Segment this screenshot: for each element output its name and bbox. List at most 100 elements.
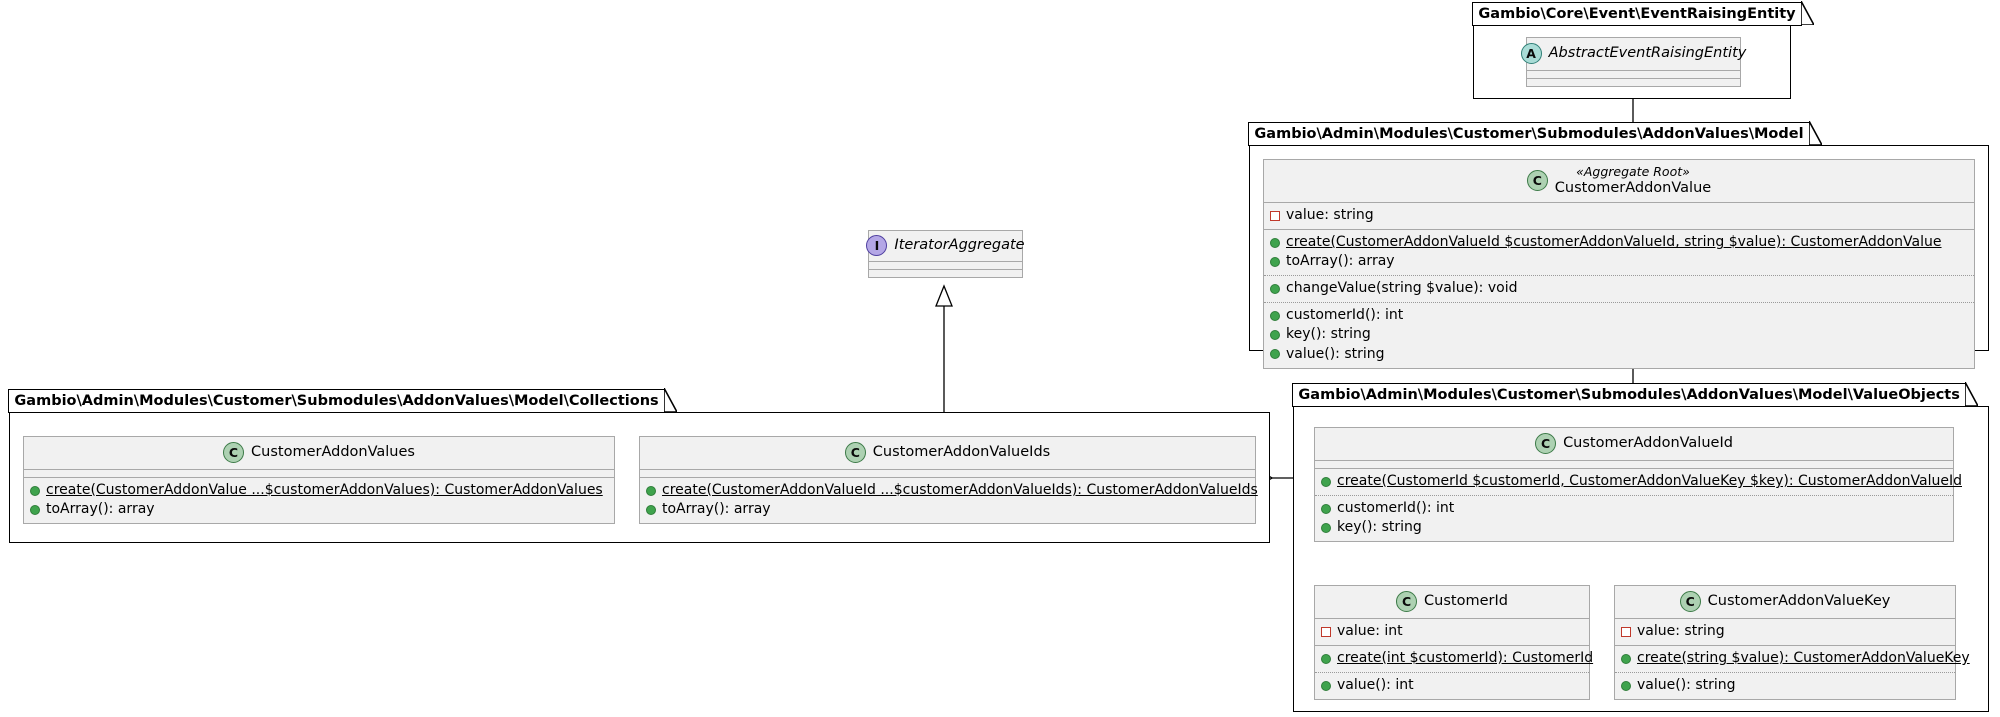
- public-visibility-icon: [1621, 680, 1631, 691]
- package-label-tab: Gambio\Admin\Modules\Customer\Submodules…: [8, 388, 677, 413]
- public-visibility-icon: [30, 485, 40, 496]
- private-visibility-icon: [1621, 626, 1631, 637]
- class-customeraddonvalue[interactable]: C «Aggregate Root» CustomerAddonValue va…: [1263, 159, 1975, 369]
- class-icon: C: [1535, 433, 1557, 454]
- member-row: toArray(): array: [30, 500, 608, 519]
- folder-fold-icon: [1808, 121, 1822, 146]
- member-label: create(CustomerAddonValueId $customerAdd…: [1286, 234, 1942, 251]
- member-label: customerId(): int: [1337, 500, 1455, 517]
- member-row: value(): string: [1621, 676, 1949, 695]
- member-label: toArray(): array: [1286, 253, 1395, 270]
- interface-icon: I: [866, 235, 888, 256]
- member-label: toArray(): array: [662, 501, 771, 518]
- private-visibility-icon: [1321, 626, 1331, 637]
- member-label: customerId(): int: [1286, 307, 1404, 324]
- member-label: value(): int: [1337, 677, 1414, 694]
- class-header: C CustomerAddonValueIds: [640, 437, 1255, 469]
- operations-compartment-1: create(int $customerId): CustomerId: [1315, 645, 1593, 672]
- member-label: value: string: [1637, 623, 1725, 639]
- class-customeraddonvaluekey[interactable]: C CustomerAddonValueKey value: string cr…: [1614, 585, 1970, 701]
- class-name: CustomerAddonValueKey: [1707, 593, 1891, 610]
- package-label-tab: Gambio\Admin\Modules\Customer\Submodules…: [1248, 121, 1822, 146]
- package-addonvalues-collections: Gambio\Admin\Modules\Customer\Submodules…: [8, 388, 1270, 543]
- member-row: changeValue(string $value): void: [1270, 279, 1968, 298]
- class-customerid[interactable]: C CustomerId value: int create(int $cust…: [1314, 585, 1593, 701]
- class-name: AbstractEventRaisingEntity: [1548, 45, 1747, 62]
- package-title: Gambio\Admin\Modules\Customer\Submodules…: [1298, 387, 1960, 403]
- member-row: value(): string: [1270, 345, 1968, 364]
- operations-compartment-2: customerId(): int key(): string: [1315, 495, 1953, 541]
- class-name: CustomerAddonValueIds: [872, 444, 1051, 461]
- abstract-class-icon: A: [1520, 43, 1542, 64]
- public-visibility-icon: [1270, 283, 1280, 294]
- class-name: CustomerId: [1424, 593, 1508, 610]
- package-title: Gambio\Admin\Modules\Customer\Submodules…: [1254, 126, 1804, 142]
- public-visibility-icon: [646, 485, 656, 496]
- package-label-tab: Gambio\Core\Event\EventRaisingEntity: [1472, 1, 1814, 26]
- class-customeraddonvalueid[interactable]: C CustomerAddonValueId create(CustomerId…: [1314, 427, 1962, 543]
- operations-compartment-2: changeValue(string $value): void: [1264, 275, 1974, 302]
- member-label: create(CustomerAddonValueId ...$customer…: [662, 482, 1258, 498]
- folder-fold-icon: [663, 388, 677, 413]
- folder-fold-icon: [1964, 382, 1978, 407]
- operations-compartment: create(CustomerAddonValueId ...$customer…: [640, 477, 1258, 523]
- member-row: create(CustomerAddonValueId $customerAdd…: [1270, 233, 1968, 252]
- package-addonvalues-valueobjects: Gambio\Admin\Modules\Customer\Submodules…: [1292, 382, 1989, 712]
- public-visibility-icon: [1270, 237, 1280, 248]
- package-title: Gambio\Admin\Modules\Customer\Submodules…: [14, 393, 659, 409]
- public-visibility-icon: [1270, 349, 1280, 360]
- member-row: key(): string: [1321, 518, 1947, 537]
- member-row: create(CustomerId $customerId, CustomerA…: [1321, 472, 1962, 491]
- class-customeraddonvalues[interactable]: C CustomerAddonValues create(CustomerAdd…: [23, 436, 615, 525]
- public-visibility-icon: [646, 504, 656, 515]
- empty-compartment-1: [869, 261, 1022, 269]
- class-header: C «Aggregate Root» CustomerAddonValue: [1264, 160, 1974, 202]
- empty-attributes-compartment: [1315, 460, 1953, 468]
- member-row: customerId(): int: [1321, 499, 1947, 518]
- member-label: value(): string: [1286, 345, 1385, 362]
- member-label: value: int: [1337, 623, 1403, 639]
- member-label: create(CustomerId $customerId, CustomerA…: [1337, 473, 1962, 489]
- class-header: C CustomerAddonValueId: [1315, 428, 1953, 460]
- public-visibility-icon: [1321, 476, 1331, 487]
- member-label: changeValue(string $value): void: [1286, 280, 1518, 297]
- member-label: create(string $value): CustomerAddonValu…: [1637, 650, 1970, 667]
- empty-attributes-compartment: [640, 469, 1255, 477]
- class-iteratoraggregate[interactable]: I IteratorAggregate: [866, 230, 1025, 278]
- private-visibility-icon: [1270, 210, 1280, 221]
- public-visibility-icon: [1321, 653, 1331, 664]
- public-visibility-icon: [1621, 653, 1631, 664]
- class-header: A AbstractEventRaisingEntity: [1520, 38, 1746, 70]
- public-visibility-icon: [30, 504, 40, 515]
- public-visibility-icon: [1321, 680, 1331, 691]
- public-visibility-icon: [1270, 329, 1280, 340]
- member-label: key(): string: [1337, 519, 1422, 536]
- package-event-raising-entity: Gambio\Core\Event\EventRaisingEntity A A…: [1472, 1, 1814, 99]
- operations-compartment-1: create(CustomerId $customerId, CustomerA…: [1315, 468, 1962, 495]
- class-icon: C: [1526, 170, 1548, 192]
- operations-compartment-3: customerId(): int key(): string value():…: [1264, 302, 1974, 367]
- empty-compartment-2: [869, 269, 1022, 277]
- class-header: C CustomerAddonValues: [24, 437, 614, 469]
- package-title: Gambio\Core\Event\EventRaisingEntity: [1478, 6, 1796, 22]
- class-abstracteventraisingentity[interactable]: A AbstractEventRaisingEntity: [1520, 37, 1746, 87]
- class-header: I IteratorAggregate: [866, 231, 1025, 261]
- class-customeraddonvalueids[interactable]: C CustomerAddonValueIds create(CustomerA…: [639, 436, 1258, 525]
- member-label: key(): string: [1286, 326, 1371, 343]
- member-label: value: string: [1286, 207, 1374, 224]
- public-visibility-icon: [1321, 503, 1331, 514]
- class-name: CustomerAddonValue: [1554, 179, 1712, 196]
- public-visibility-icon: [1270, 310, 1280, 321]
- attributes-compartment: value: string: [1264, 202, 1974, 229]
- package-addonvalues-model: Gambio\Admin\Modules\Customer\Submodules…: [1248, 121, 1989, 369]
- class-name: CustomerAddonValueId: [1563, 435, 1733, 452]
- class-icon: C: [1679, 591, 1701, 612]
- operations-compartment: create(CustomerAddonValue ...$customerAd…: [24, 477, 614, 523]
- operations-compartment-1: create(string $value): CustomerAddonValu…: [1615, 645, 1970, 672]
- package-label-tab: Gambio\Admin\Modules\Customer\Submodules…: [1292, 382, 1978, 407]
- class-icon: C: [223, 442, 245, 463]
- class-name: IteratorAggregate: [894, 237, 1025, 254]
- class-icon: C: [1396, 591, 1418, 612]
- attributes-compartment: value: int: [1315, 618, 1589, 645]
- class-header: C CustomerId: [1315, 586, 1589, 618]
